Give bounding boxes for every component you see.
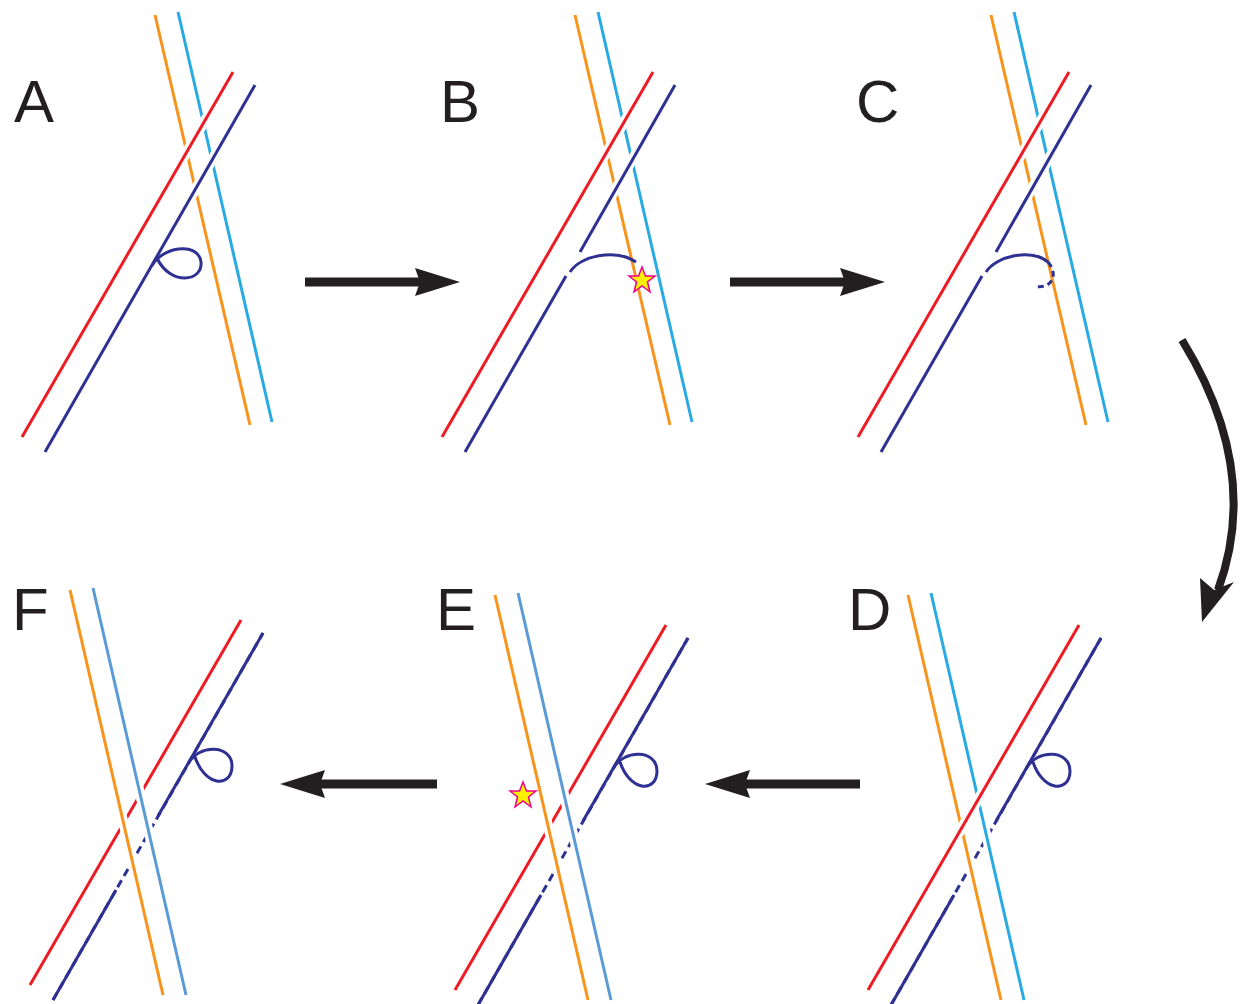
panel-f-strands (30, 588, 263, 1000)
panel-letter: F (12, 580, 49, 640)
panel-letter: E (436, 580, 476, 640)
panel-d-strands (868, 593, 1101, 1004)
panel-letter: B (440, 72, 480, 132)
panel-letter: D (848, 580, 891, 640)
panel-letter: A (14, 72, 54, 132)
step-arrows (280, 268, 1234, 798)
panel-letter: C (856, 72, 899, 132)
panel-e-strands (455, 593, 688, 1004)
panel-a-strands (22, 12, 272, 452)
